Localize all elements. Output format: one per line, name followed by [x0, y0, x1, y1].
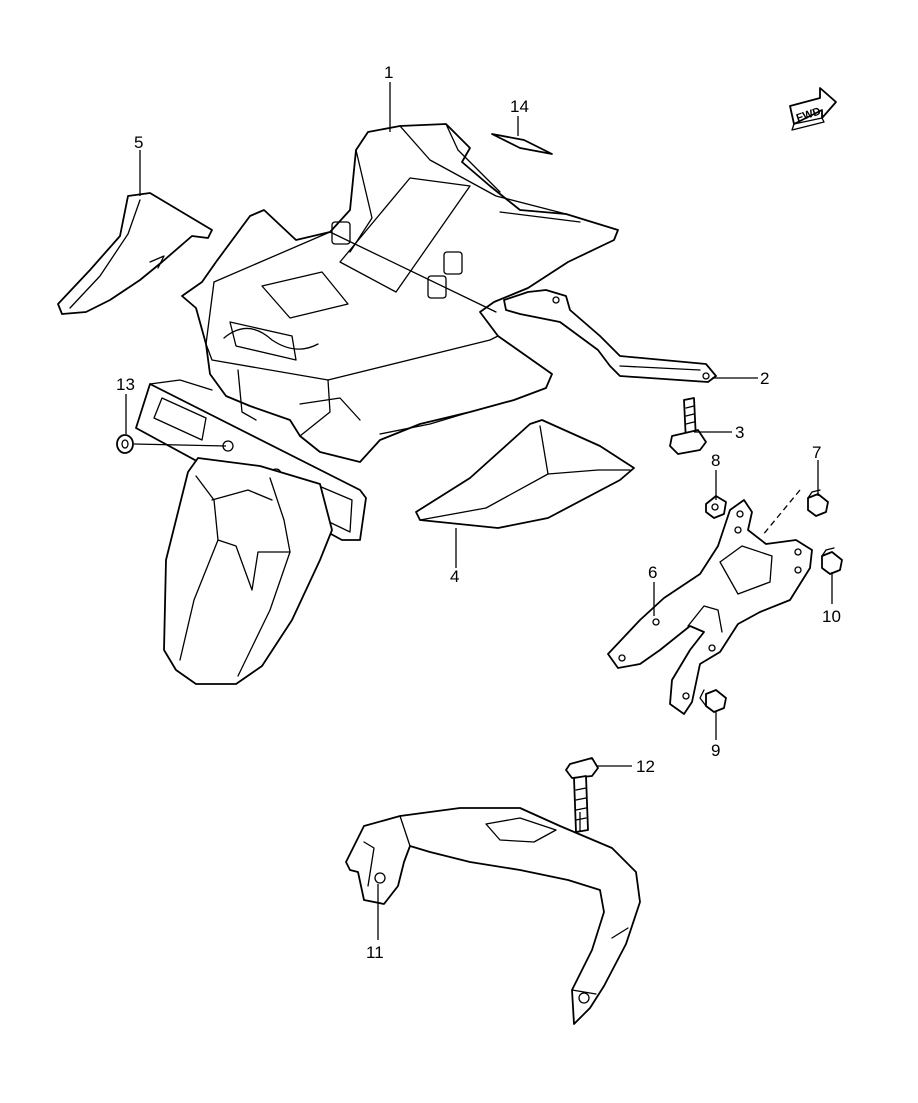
- callout-6: 6: [648, 563, 657, 582]
- part-3-bolt: [669, 397, 707, 455]
- part-9-screw: [699, 689, 727, 713]
- part-10-screw: [821, 547, 843, 575]
- callout-10: 10: [822, 607, 841, 626]
- callout-14: 14: [510, 97, 529, 116]
- callout-11: 11: [366, 943, 384, 962]
- callout-7: 7: [812, 443, 821, 462]
- part-1-rear-fender-main: [181, 123, 619, 463]
- fwd-arrow-icon: [789, 87, 837, 125]
- fwd-direction-badge: FWD: [789, 87, 837, 131]
- part-13-grommet: [116, 434, 134, 454]
- part-4-under-tray: [415, 419, 635, 529]
- callout-12: 12: [636, 757, 655, 776]
- callout-13: 13: [116, 375, 135, 394]
- callout-labels: 1 2 3 4 5 6 7 8 9 10 11 12 13 14: [116, 63, 841, 962]
- part-6-sub-frame-bracket: [607, 499, 813, 715]
- callout-9: 9: [711, 741, 720, 760]
- callout-1: 1: [384, 63, 393, 82]
- callout-8: 8: [711, 451, 720, 470]
- leader-lines: [125, 82, 833, 940]
- callout-2: 2: [760, 369, 769, 388]
- part-5-side-cover: [57, 192, 213, 315]
- callout-3: 3: [735, 423, 744, 442]
- part-14-label-sticker: [491, 133, 553, 155]
- rear-mudguard: [163, 457, 333, 685]
- callout-5: 5: [134, 133, 143, 152]
- callout-4: 4: [450, 567, 459, 586]
- part-12-bolt: [565, 757, 599, 833]
- part-2-bracket-plate: [503, 289, 717, 383]
- part-11-rear-under-cover: [345, 807, 641, 1025]
